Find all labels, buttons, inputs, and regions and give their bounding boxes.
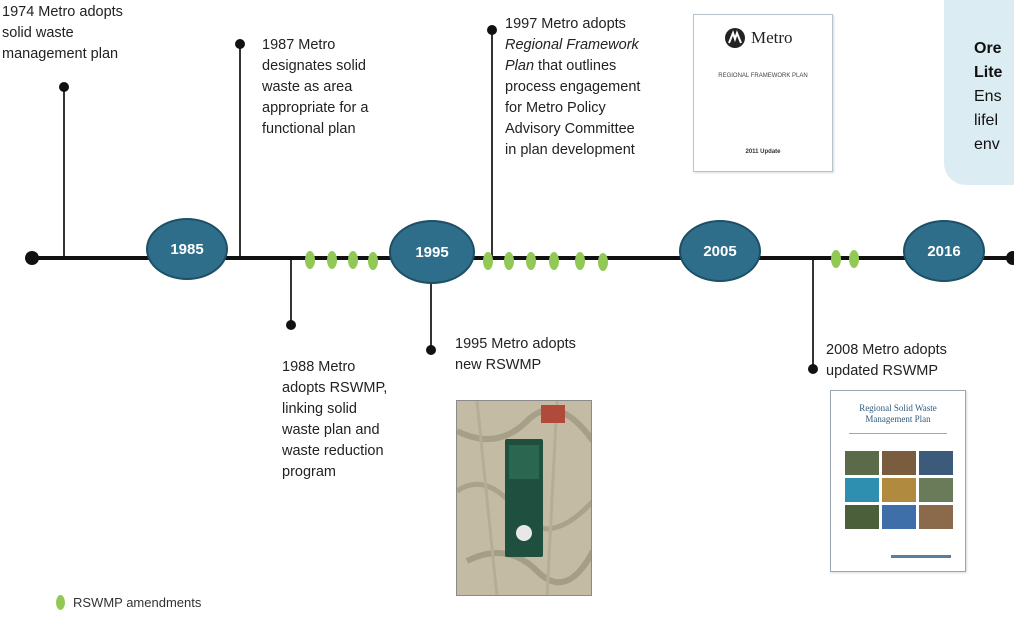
event-1987-line: appropriate for a (262, 100, 369, 116)
event-1997: 1997 Metro adopts Regional Framework Pla… (505, 14, 640, 161)
rswmp-2008-title: Regional Solid Waste Management Plan (831, 403, 965, 425)
event-1988: 1988 Metro adopts RSWMP, linking solid w… (282, 357, 387, 483)
event-2008: 2008 Metro adopts updated RSWMP (826, 340, 947, 382)
year-node-1985: 1985 (146, 218, 228, 280)
event-1988-line: adopts RSWMP, (282, 380, 388, 396)
timeline-start-cap (25, 251, 39, 265)
metro-logo-icon (725, 28, 745, 48)
callout-line-4: lifel (974, 112, 999, 129)
callout-box: Ore Lite Ens lifel env (944, 0, 1014, 185)
connector-1987 (239, 44, 241, 258)
amendment-marker (504, 252, 514, 270)
framework-plan-thumbnail: Metro REGIONAL FRAMEWORK PLAN 2011 Updat… (693, 14, 833, 172)
event-1974-line: 1974 Metro adopts (2, 4, 123, 20)
event-1988-line: program (282, 464, 336, 480)
event-1997-plan-italic: Plan (505, 58, 535, 74)
amendment-marker (831, 250, 841, 268)
event-1987-line: waste as area (262, 79, 353, 95)
connector-1988 (290, 258, 292, 326)
amendment-marker (549, 252, 559, 270)
timeline-axis (32, 256, 1014, 260)
event-1987-line: 1987 Metro (262, 37, 336, 53)
dot-1974 (59, 82, 69, 92)
amendment-marker (368, 252, 378, 270)
connector-1995 (430, 280, 432, 350)
event-1974: 1974 Metro adopts solid waste management… (2, 2, 123, 65)
callout-line-1: Ore (974, 40, 1002, 57)
event-1987: 1987 Metro designates solid waste as are… (262, 35, 368, 140)
amendment-marker (348, 251, 358, 269)
event-1997-line: process engagement (505, 79, 641, 95)
timeline-end-cap (1006, 251, 1014, 265)
amendment-marker (327, 251, 337, 269)
framework-doc-footer: 2011 Update (745, 149, 781, 155)
event-1988-line: waste plan and (282, 422, 380, 438)
title-rule (849, 433, 947, 434)
dot-2008 (808, 364, 818, 374)
amendment-marker (598, 253, 608, 271)
year-node-1995: 1995 (389, 220, 475, 284)
dot-1997 (487, 25, 497, 35)
connector-2008 (812, 258, 814, 370)
rswmp-2008-title-line: Regional Solid Waste (859, 403, 937, 413)
photo-collage (845, 451, 953, 529)
metro-logo-text: Metro (751, 28, 793, 47)
event-1995: 1995 Metro adopts new RSWMP (455, 334, 576, 376)
event-1987-line: designates solid (262, 58, 366, 74)
event-2008-line: 2008 Metro adopts (826, 342, 947, 358)
legend: RSWMP amendments (56, 595, 201, 610)
event-1974-line: solid waste (2, 25, 74, 41)
event-2008-line: updated RSWMP (826, 363, 939, 379)
event-1988-line: linking solid (282, 401, 357, 417)
amendment-marker (849, 250, 859, 268)
event-1988-line: waste reduction (282, 443, 384, 459)
event-1995-line: new RSWMP (455, 357, 542, 373)
year-node-2016: 2016 (903, 220, 985, 282)
dot-1988 (286, 320, 296, 330)
connector-1974 (63, 88, 65, 258)
amendment-marker (305, 251, 315, 269)
event-1997-line: Advisory Committee (505, 121, 635, 137)
event-1988-line: 1988 Metro (282, 359, 356, 375)
year-node-2005: 2005 (679, 220, 761, 282)
amendment-marker (575, 252, 585, 270)
amendment-marker (526, 252, 536, 270)
aerial-photo-graphic (457, 401, 591, 595)
event-1997-line-rest: that outlines (534, 58, 617, 74)
rswmp-1995-cover-image (456, 400, 592, 596)
framework-doc-title: REGIONAL FRAMEWORK PLAN (718, 73, 808, 79)
event-1997-line: in plan development (505, 142, 635, 158)
cover-footer-bar (891, 555, 951, 558)
callout-line-2: Lite (974, 64, 1003, 81)
dot-1987 (235, 39, 245, 49)
amendment-marker (483, 252, 493, 270)
legend-label: RSWMP amendments (73, 595, 202, 610)
rswmp-2008-cover-image: Regional Solid Waste Management Plan (830, 390, 966, 572)
callout-line-3: Ens (974, 88, 1002, 105)
callout-line-5: env (974, 136, 1000, 153)
event-1997-line: for Metro Policy (505, 100, 606, 116)
event-1997-line: Regional Framework (505, 37, 639, 53)
legend-amendment-swatch (56, 595, 65, 610)
rswmp-2008-title-line: Management Plan (865, 414, 931, 424)
event-1995-line: 1995 Metro adopts (455, 336, 576, 352)
event-1997-line: 1997 Metro adopts (505, 16, 626, 32)
dot-1995 (426, 345, 436, 355)
metro-logo: Metro (724, 27, 793, 49)
event-1997-line: Plan that outlines (505, 56, 640, 77)
connector-1997 (491, 30, 493, 258)
event-1974-line: management plan (2, 46, 119, 62)
event-1987-line: functional plan (262, 121, 356, 137)
